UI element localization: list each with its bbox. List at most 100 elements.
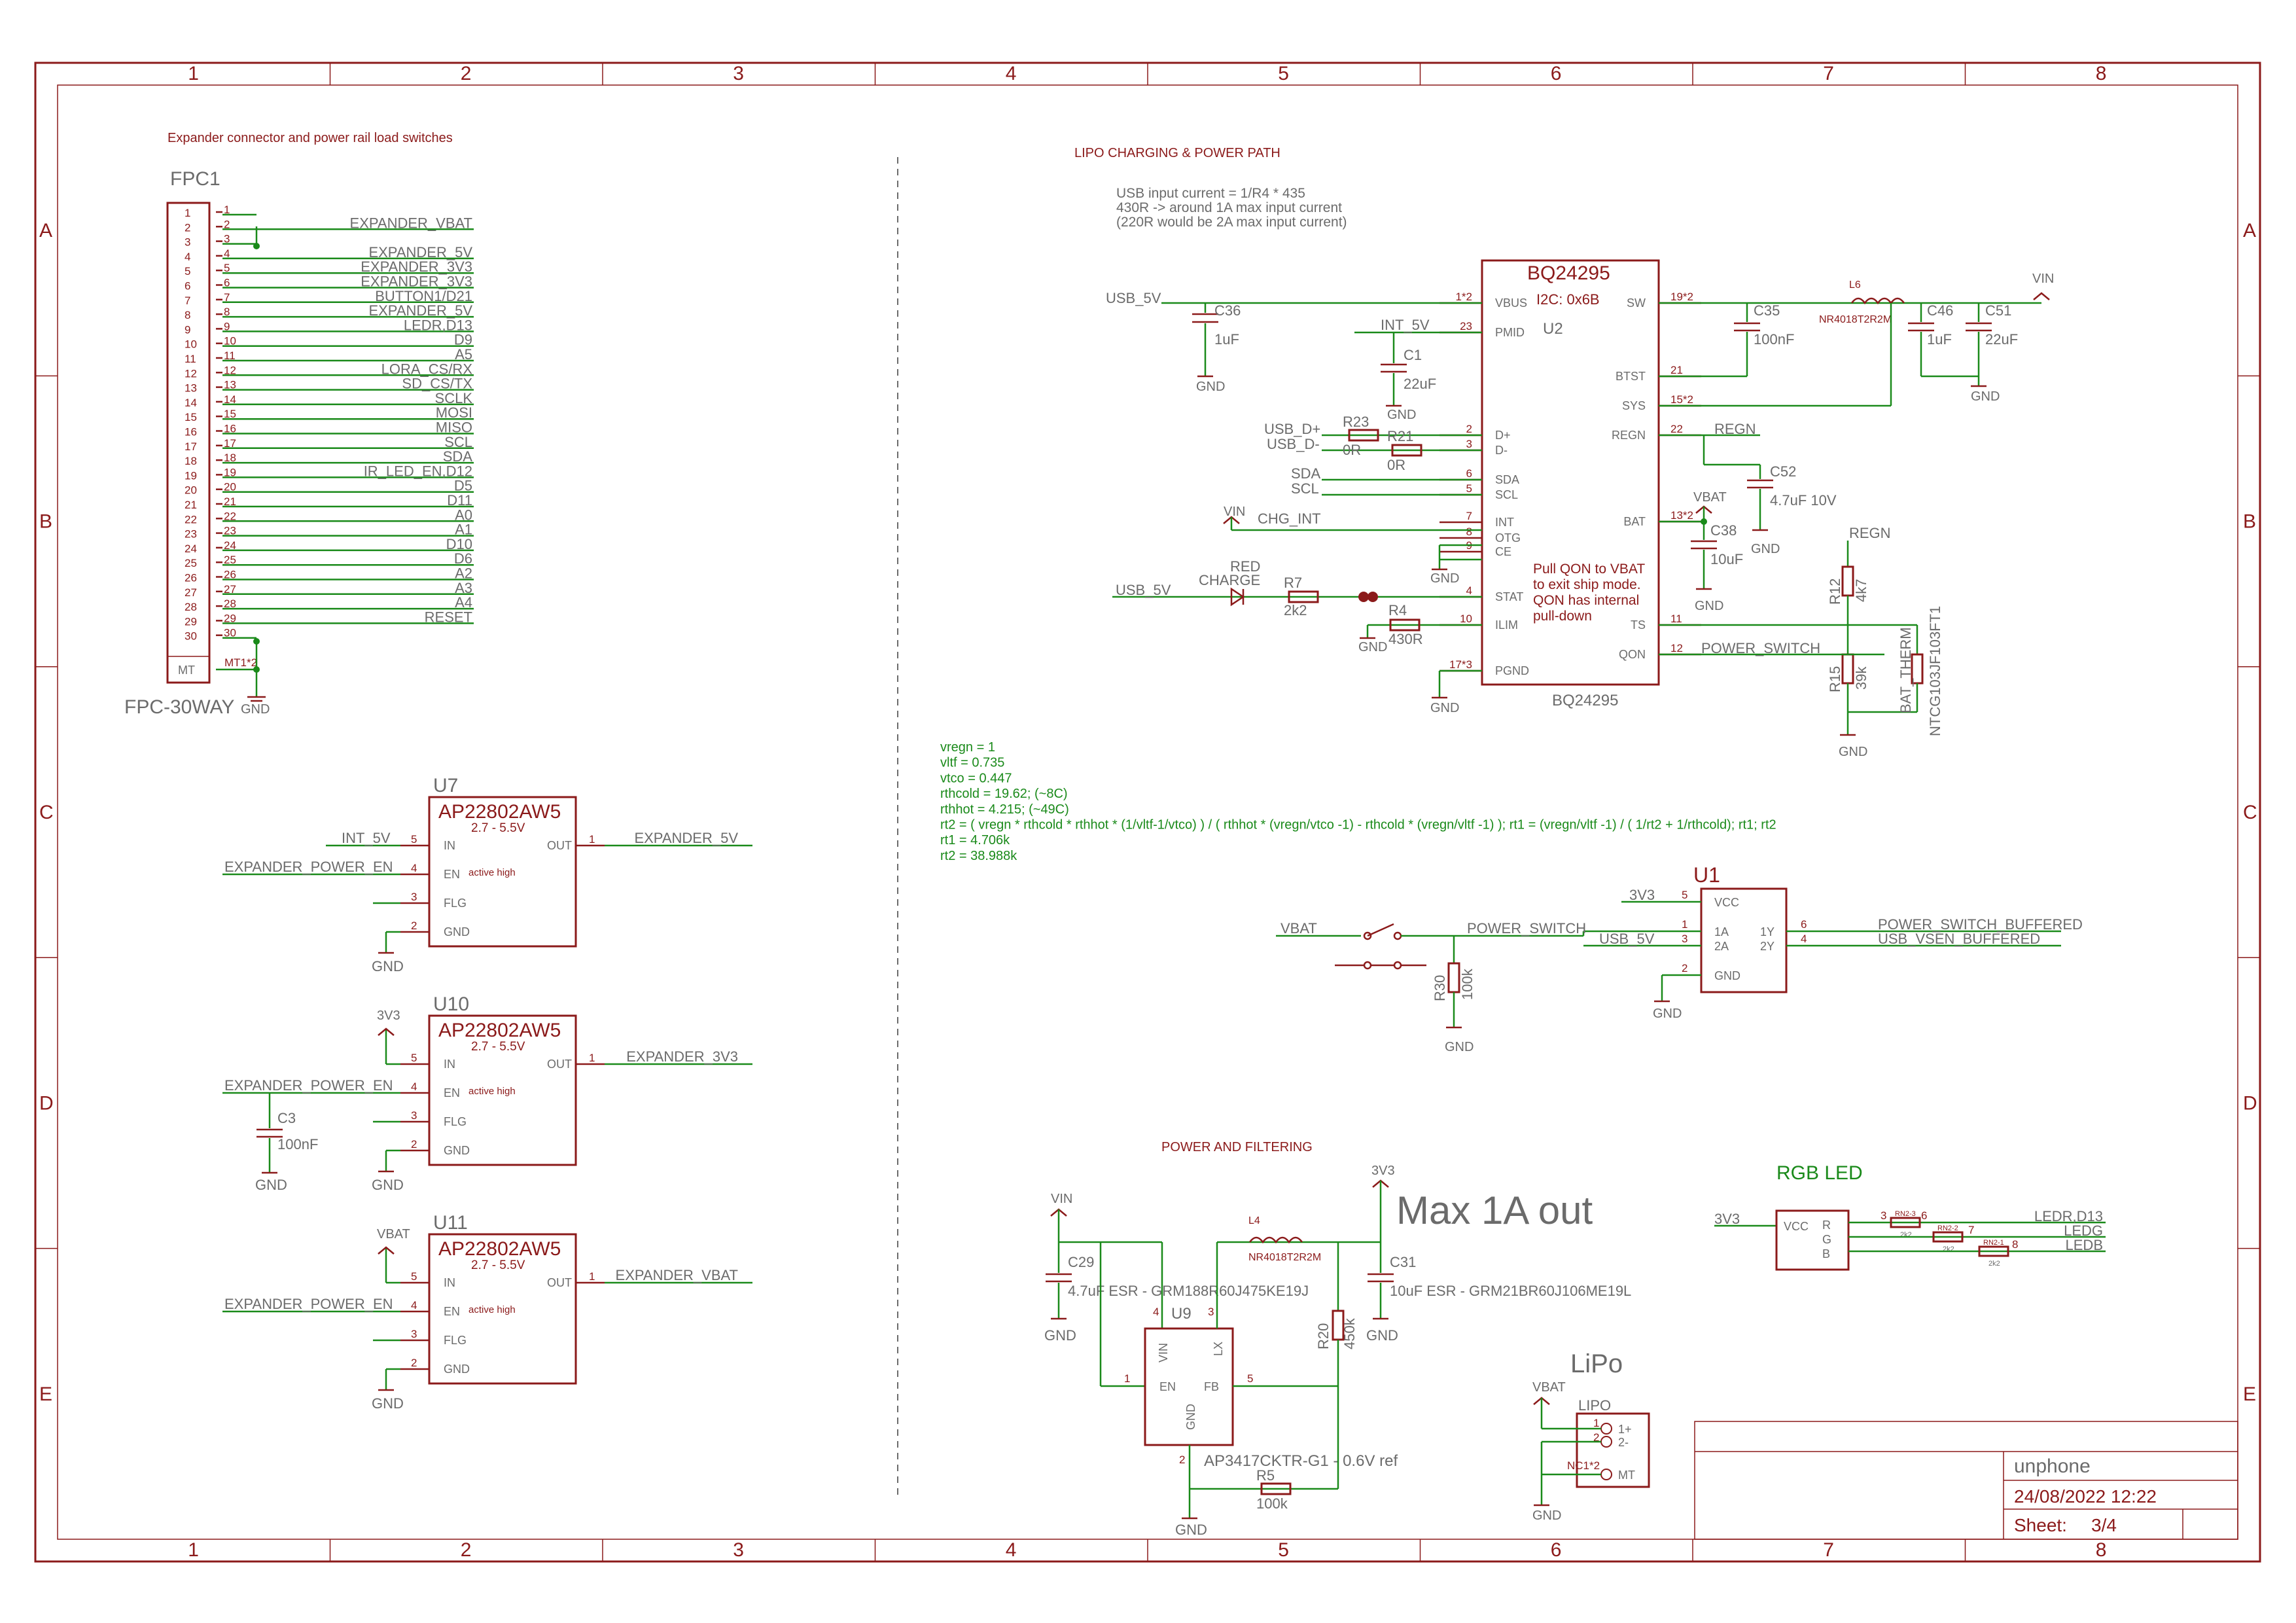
qon-note: pull-down [1533,609,1592,624]
bq-pin-name: CE [1495,545,1511,558]
r30-val: 100k [1459,968,1475,1000]
fpc1-net-label: D11 [447,492,472,508]
net-int5v: INT_5V [1381,317,1430,333]
fpc1-net-label: EXPANDER_5V [368,302,472,319]
l4-ref: L4 [1248,1215,1260,1226]
fpc1-pin-num-inner: 17 [185,440,197,453]
fpc1-pin-num-inner: 4 [185,251,190,263]
r5-ref: R5 [1256,1467,1275,1484]
u9-n-lx: 3 [1208,1306,1214,1318]
r23-ref: R23 [1343,414,1369,430]
u1-vcc: VCC [1714,896,1739,909]
fpc1-pin-num-inner: 7 [185,294,190,307]
thermistor-calc-line: rt2 = ( vregn * rthcold * rthhot * (1/vl… [940,818,1776,832]
fpc1-pin-num: 13 [224,379,236,391]
r12-val: 4k7 [1853,579,1869,602]
u9-fb: FB [1204,1380,1219,1393]
fpc1-mt-pin: MT1*2 [224,656,257,669]
switch-supply: 3V3 [377,1008,400,1023]
bq-pin-num: 23 [1460,320,1472,332]
lipo-title: LiPo [1570,1349,1623,1378]
u9-ref: U9 [1171,1305,1192,1323]
u1-2a: 2A [1714,940,1729,953]
ce-gnd: GND [1430,571,1459,586]
fpc1-net-label: D6 [454,550,472,567]
switch-pin-in: IN [444,1058,455,1071]
fpc1-pin-num: 18 [224,452,236,464]
u1-gnd: GND [1714,969,1740,982]
c52-val: 4.7uF 10V [1770,492,1837,508]
power-filtering: VIN C29 4.7uF ESR - GRM188R60J475KE19J G… [1044,1164,1631,1538]
qon-note: Pull QON to VBAT [1533,562,1645,577]
r7-val: 2k2 [1284,602,1307,618]
lipo-p1: 1 [1593,1417,1599,1429]
bq-pin-name-right: REGN [1612,429,1646,442]
bq-pin-name: OTG [1495,531,1521,544]
switch-cap-ref: C3 [277,1110,296,1126]
fpc1-pin-num: 2 [224,218,230,230]
fpc1-pin-num-inner: 18 [185,455,197,467]
fpc1-pin-num-inner: 21 [185,499,197,511]
section-title-rgb: RGB LED [1776,1162,1863,1184]
fpc1-ref: FPC1 [170,168,221,190]
fpc1-pin-num: 29 [224,612,236,624]
bq-pin-name: D+ [1495,429,1511,442]
fpc1-net-label: SCLK [435,390,473,406]
u1-1y: 1Y [1760,925,1775,938]
fpc1-pin-num: 23 [224,525,236,537]
u9-n-gnd: 2 [1179,1454,1185,1466]
fpc1-pin-num-inner: 20 [185,484,197,497]
u9-vin: VIN [1157,1343,1170,1363]
r21-ref: R21 [1387,428,1413,444]
bq-pin-num-right: 21 [1670,364,1683,376]
grid-row-right-A: A [2243,220,2256,241]
fpc1-net-label: SD_CS/TX [402,376,472,392]
u9-n-fb: 5 [1247,1372,1253,1385]
tb-date: 24/08/2022 12:22 [2014,1486,2157,1507]
u1-gnd-net: GND [1653,1007,1682,1021]
switch-part: AP22802AW5 [438,1238,561,1260]
buffer-u1: U1 VCC 1A 2A GND 1Y 2Y 5 1 3 2 6 4 3V3 U… [1276,863,2083,1054]
rgb-3v3: 3V3 [1714,1211,1740,1227]
grid-col-bottom-7: 7 [1823,1539,1834,1561]
fpc1-pin-num: 12 [224,364,236,376]
fpc1-net-label: LORA_CS/RX [381,361,473,377]
fpc1-pin-num-inner: 15 [185,411,197,423]
pwr-3v3: 3V3 [1371,1164,1395,1178]
bq-pin-num: 5 [1466,482,1472,495]
r20-ref: R20 [1315,1323,1332,1349]
grid-col-bottom-2: 2 [461,1539,472,1561]
net-usb5v-led: USB_5V [1116,582,1171,598]
fpc1-net-label: EXPANDER_3V3 [361,259,472,275]
bq-pin-num: 8 [1466,526,1472,538]
fpc1-pin-num-inner: 2 [185,221,190,234]
c36-ref: C36 [1214,302,1241,319]
bq-pin-num-right: 12 [1670,642,1683,654]
grid-col-top-1: 1 [188,63,199,84]
c29-gnd: GND [1044,1327,1076,1344]
switch-ref: U7 [433,775,458,796]
fpc1-net-label: IR_LED_EN,D12 [364,463,472,479]
bq-part-title: BQ24295 [1527,262,1610,284]
r23-val: 0R [1343,442,1361,458]
switch-en-net: EXPANDER_POWER_EN [224,1296,393,1312]
switch-pin-num: 5 [411,1052,417,1064]
bq-pin-name-right: BAT [1623,515,1646,528]
fpc1-pin-num: 22 [224,510,236,522]
ts-gnd: GND [1839,745,1867,759]
bq-pin-name-right: QON [1619,648,1646,661]
fpc1-pin-num: 3 [224,233,230,245]
rgb-out-net: LEDR,D13 [2034,1208,2103,1224]
bq-pin-num: 6 [1466,467,1472,480]
usb-current-note: (220R would be 2A max input current) [1116,215,1347,230]
u1-n-2a: 3 [1682,933,1687,945]
u1-power-switch: POWER_SWITCH [1467,920,1586,936]
switch-pin-out: OUT [547,1276,572,1289]
r30-ref: R30 [1432,975,1448,1001]
pwr-vin: VIN [1051,1192,1072,1206]
switch-pin-num-out: 1 [589,1052,595,1064]
title-block: unphone 24/08/2022 12:22 Sheet: 3/4 [1694,1421,2238,1540]
switch-ref: U11 [433,1212,468,1234]
c46-ref: C46 [1927,302,1953,319]
